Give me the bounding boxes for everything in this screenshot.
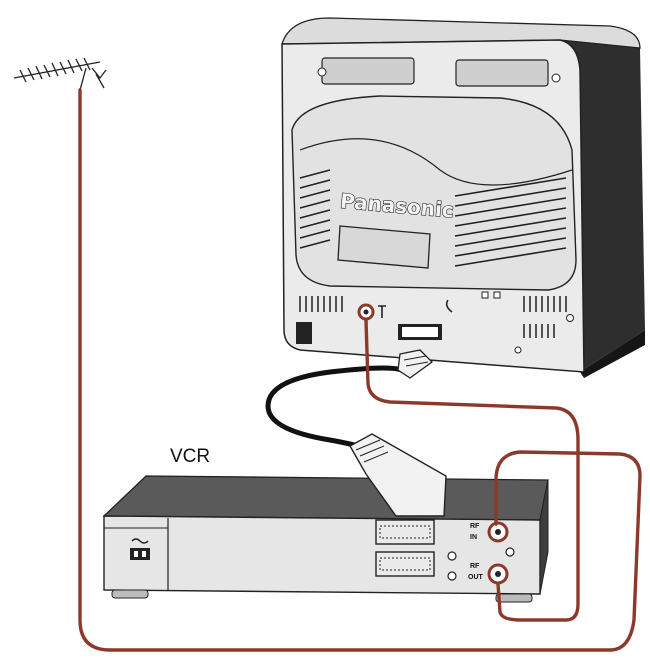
rf-in-socket	[487, 521, 509, 543]
scart-cable	[265, 349, 447, 517]
vcr-unit: RF IN RF OUT	[102, 475, 549, 603]
rf-out-socket	[487, 563, 509, 585]
rf-in-label-top: RF	[470, 523, 480, 530]
power-socket-icon	[130, 538, 150, 560]
rf-cable-vcr-to-tv	[364, 318, 580, 622]
vcr-top	[102, 475, 549, 521]
antenna-icon	[13, 57, 107, 91]
tv-set: Panasonic	[281, 17, 645, 378]
rf-out-label-top: RF	[470, 563, 480, 570]
aerial-socket-icon	[357, 303, 386, 321]
rf-in-label-bottom: IN	[470, 534, 477, 541]
tv-foot-left	[296, 322, 312, 344]
tv-top-vent-right	[455, 59, 549, 87]
scart-plug-icon	[349, 349, 447, 517]
tv-label-plate	[337, 225, 431, 269]
rf-cables	[78, 88, 642, 652]
tv-top	[281, 17, 641, 49]
vcr-scart-socket-1	[375, 519, 435, 545]
vcr-label: VCR	[170, 446, 210, 467]
rf-out-label-bottom: OUT	[468, 574, 484, 581]
vcr-scart-socket-2	[375, 551, 435, 577]
rf-cable-antenna-to-vcr	[78, 88, 642, 652]
tv-top-vent-left	[321, 57, 415, 85]
